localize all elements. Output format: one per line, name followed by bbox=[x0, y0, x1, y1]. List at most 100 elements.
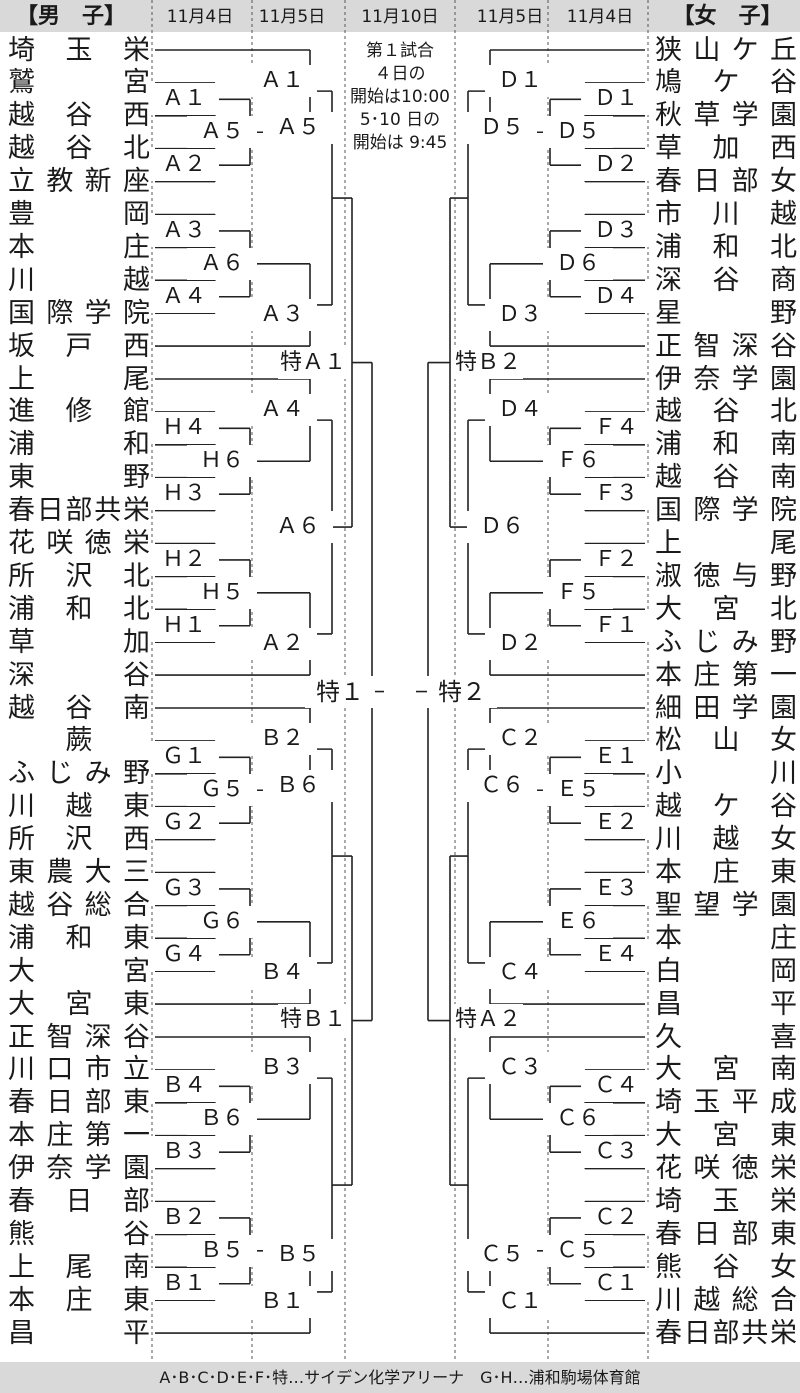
team-name-char: 栄 bbox=[770, 1317, 797, 1349]
team-name-char: 北 bbox=[770, 231, 797, 263]
date-left-round1: 11月4日 bbox=[166, 7, 234, 27]
men-team: 越谷西 bbox=[8, 99, 150, 132]
team-name-char: 国 bbox=[8, 297, 35, 329]
team-name-char: 西 bbox=[123, 330, 150, 362]
team-name-char: 越 bbox=[8, 889, 35, 921]
match-label-H5: Ｈ５ bbox=[187, 576, 257, 609]
team-name-char: 川 bbox=[8, 1054, 35, 1086]
team-name-char: 和 bbox=[123, 429, 150, 461]
women-team: 狭山ケ丘 bbox=[655, 34, 797, 67]
team-name-char: 望 bbox=[693, 889, 721, 921]
team-name-char: 国 bbox=[655, 495, 682, 527]
team-name-char: ふ bbox=[8, 758, 35, 790]
team-name-char: 園 bbox=[769, 889, 797, 921]
team-name-char: 岡 bbox=[123, 199, 150, 230]
team-name-char: 徳 bbox=[731, 1153, 759, 1185]
team-name-char: 学 bbox=[731, 495, 759, 527]
team-name-char: 一 bbox=[122, 1120, 150, 1152]
team-name-char: 谷 bbox=[770, 67, 797, 99]
women-team: 春日部東 bbox=[655, 1218, 797, 1251]
team-name-char: 日 bbox=[36, 495, 64, 527]
match-label-F5: Ｆ５ bbox=[543, 576, 613, 609]
men-team: 越谷北 bbox=[8, 132, 150, 165]
team-name-char: ケ bbox=[712, 67, 740, 99]
header-bar: 【男 子】 11月4日 11月5日 11月10日 11月5日 11月4日 【女 … bbox=[0, 0, 800, 32]
team-name-char: 浦 bbox=[655, 429, 682, 461]
team-name-char: 所 bbox=[8, 560, 35, 592]
team-name-char: 座 bbox=[122, 166, 150, 198]
team-name-char: 昌 bbox=[655, 988, 682, 1020]
team-name-char: 本 bbox=[8, 231, 35, 263]
team-name-char: 宮 bbox=[123, 955, 150, 987]
team-name-char: 草 bbox=[693, 100, 721, 132]
match-label-C2: Ｃ２ bbox=[485, 723, 555, 756]
note-line: 第１試合 bbox=[366, 41, 434, 61]
men-team: 熊谷 bbox=[8, 1218, 150, 1251]
team-name-char: 大 bbox=[8, 955, 35, 987]
team-name-char: 深 bbox=[8, 659, 35, 691]
team-name-char: 越 bbox=[8, 133, 35, 165]
match-label-B4: Ｂ４ bbox=[247, 956, 317, 989]
men-team: 草加 bbox=[8, 626, 150, 659]
team-name-char: 南 bbox=[123, 692, 150, 724]
match-label-C2: Ｃ２ bbox=[581, 1201, 651, 1234]
team-name-char: 野 bbox=[122, 758, 150, 790]
team-name-char: 総 bbox=[731, 1284, 759, 1316]
women-team: 聖望学園 bbox=[655, 889, 797, 922]
men-team: 昌平 bbox=[8, 1317, 150, 1350]
match-label-E6: Ｅ６ bbox=[543, 905, 613, 938]
match-label-E5: Ｅ５ bbox=[543, 774, 613, 807]
team-name-char: 谷 bbox=[712, 264, 740, 296]
match-label-B3: Ｂ３ bbox=[149, 1136, 219, 1169]
team-name-char: 埼 bbox=[655, 1087, 682, 1119]
men-team: 本庄 bbox=[8, 231, 150, 264]
match-label-G2: Ｇ２ bbox=[149, 807, 219, 840]
men-team: 川越 bbox=[8, 264, 150, 297]
team-name-char: 平 bbox=[731, 1087, 759, 1119]
match-label-B4: Ｂ４ bbox=[149, 1070, 219, 1103]
team-name-char: 南 bbox=[770, 429, 797, 461]
team-name-char: 鷲 bbox=[8, 67, 35, 99]
men-team: 所沢西 bbox=[8, 823, 150, 856]
match-label-A1: Ａ１ bbox=[247, 65, 317, 98]
match-label-C3: Ｃ３ bbox=[485, 1052, 555, 1085]
team-name-char: 小 bbox=[655, 758, 682, 790]
team-name-char: 川 bbox=[8, 264, 35, 296]
men-team: 大宮 bbox=[8, 955, 150, 988]
team-name-char: 女 bbox=[770, 1251, 797, 1283]
women-team: 越ケ谷 bbox=[655, 790, 797, 823]
team-name-char: 立 bbox=[8, 166, 35, 198]
date-left-round2: 11月5日 bbox=[258, 7, 326, 27]
team-name-char: 丘 bbox=[769, 34, 797, 66]
team-name-char: 沢 bbox=[65, 824, 93, 856]
team-name-char: 山 bbox=[693, 34, 721, 66]
match-label-F2: Ｆ２ bbox=[581, 543, 651, 576]
team-name-char: 東 bbox=[123, 791, 150, 823]
women-team: 本庄 bbox=[655, 922, 797, 955]
team-name-char: 春 bbox=[655, 1317, 682, 1349]
match-label-D4: Ｄ４ bbox=[581, 280, 651, 313]
team-name-char: 館 bbox=[123, 396, 150, 428]
match-label-D1: Ｄ１ bbox=[485, 65, 555, 98]
match-label-B1: Ｂ１ bbox=[149, 1267, 219, 1300]
team-name-char: 本 bbox=[8, 1284, 35, 1316]
match-label-F1: Ｆ１ bbox=[581, 609, 651, 642]
team-name-char: 野 bbox=[123, 462, 150, 494]
team-name-char: 女 bbox=[770, 824, 797, 856]
match-label-A4: Ａ４ bbox=[149, 280, 219, 313]
schedule-note: 第１試合 ４日の 開始は10:00 5･10 日の 開始は 9:45 bbox=[340, 40, 460, 155]
match-label-F6: Ｆ６ bbox=[543, 445, 613, 478]
team-name-char: 草 bbox=[655, 133, 682, 165]
team-name-char: 谷 bbox=[712, 462, 740, 494]
match-label-F3: Ｆ３ bbox=[581, 478, 651, 511]
team-name-char: み bbox=[84, 758, 112, 790]
team-name-char: 上 bbox=[8, 363, 35, 395]
team-name-char: 所 bbox=[8, 824, 35, 856]
team-name-char: 浦 bbox=[8, 593, 35, 625]
team-name-char: 上 bbox=[655, 528, 682, 559]
match-label-B6: Ｂ６ bbox=[263, 770, 333, 803]
match-label-A4: Ａ４ bbox=[247, 394, 317, 427]
team-name-char: 熊 bbox=[655, 1251, 682, 1283]
team-name-char: み bbox=[731, 626, 759, 658]
team-name-char: 院 bbox=[769, 495, 797, 527]
